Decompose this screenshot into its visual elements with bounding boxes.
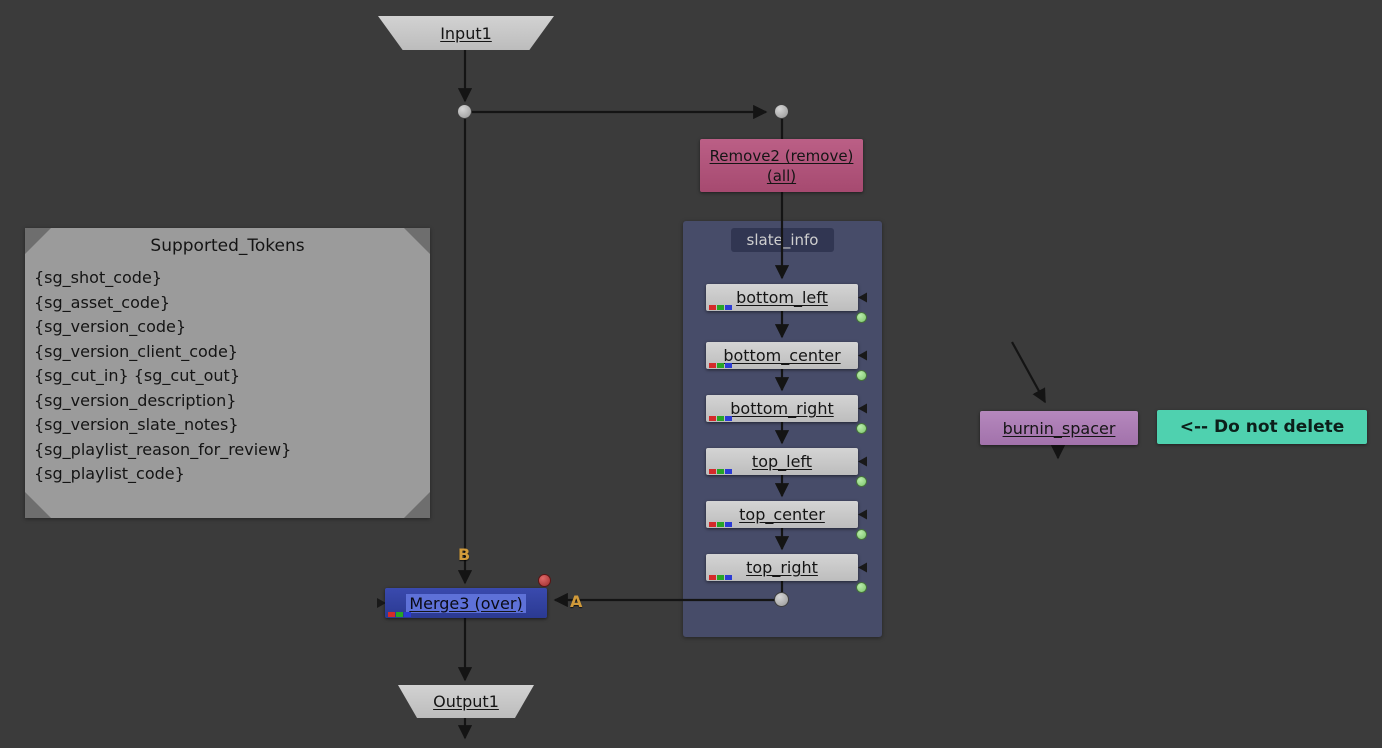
token-line: {sg_version_code}: [34, 317, 187, 336]
node-input1[interactable]: Input1: [378, 16, 554, 50]
green-channel-icon: [717, 363, 724, 368]
port-label-a: A: [570, 592, 583, 611]
note-corner-icon: [404, 492, 430, 518]
node-remove2[interactable]: Remove2 (remove) (all): [700, 139, 863, 192]
channel-indicator: [709, 416, 732, 421]
green-indicator-dot-icon: [856, 312, 867, 323]
node-label: Output1: [433, 692, 499, 711]
red-channel-icon: [709, 575, 716, 580]
green-indicator-dot-icon: [856, 370, 867, 381]
blue-channel-icon: [404, 612, 411, 617]
connection-dot-icon[interactable]: [457, 104, 472, 119]
green-indicator-dot-icon: [856, 423, 867, 434]
connection-dot-icon[interactable]: [774, 104, 789, 119]
node-label: Merge3 (over): [406, 593, 526, 613]
blue-channel-icon: [725, 363, 732, 368]
channel-indicator: [709, 363, 732, 368]
green-indicator-dot-icon: [856, 476, 867, 487]
node-label: top_left: [751, 452, 813, 471]
blue-channel-icon: [725, 575, 732, 580]
red-channel-icon: [388, 612, 395, 617]
channel-indicator: [709, 575, 732, 580]
node-label: Input1: [440, 23, 492, 43]
token-line: {sg_version_client_code}: [34, 341, 238, 361]
note-corner-icon: [25, 228, 51, 254]
blue-channel-icon: [725, 522, 732, 527]
node-label: bottom_right: [730, 399, 834, 418]
note-corner-icon: [404, 228, 430, 254]
blue-channel-icon: [725, 416, 732, 421]
note-corner-icon: [25, 492, 51, 518]
node-burnin-spacer[interactable]: burnin_spacer: [980, 411, 1138, 445]
node-bottom-right[interactable]: bottom_right: [706, 395, 858, 422]
green-channel-icon: [717, 416, 724, 421]
node-label: bottom_center: [723, 346, 841, 365]
node-output1[interactable]: Output1: [398, 685, 534, 718]
token-line: {sg_shot_code}: [34, 268, 162, 287]
token-line: {sg_version_description}: [34, 390, 237, 410]
node-bottom-left[interactable]: bottom_left: [706, 284, 858, 311]
blue-channel-icon: [725, 305, 732, 310]
channel-indicator: [709, 522, 732, 527]
node-top-left[interactable]: top_left: [706, 448, 858, 475]
red-channel-icon: [709, 305, 716, 310]
green-channel-icon: [717, 305, 724, 310]
slate-group-label: slate_info: [730, 228, 835, 252]
token-line: {sg_playlist_reason_for_review}: [34, 439, 292, 459]
node-label: top_right: [746, 558, 818, 577]
token-line: {sg_version_slate_notes}: [34, 415, 239, 434]
token-line: {sg_playlist_code}: [34, 464, 185, 483]
node-top-right[interactable]: top_right: [706, 554, 858, 581]
node-label: bottom_left: [736, 288, 828, 307]
note-title: Supported_Tokens: [150, 236, 305, 256]
node-label-line2: (all): [766, 166, 797, 185]
note-body: {sg_shot_code} {sg_asset_code} {sg_versi…: [25, 256, 430, 487]
green-channel-icon: [396, 612, 403, 617]
channel-indicator: [388, 612, 411, 617]
sticky-note-do-not-delete[interactable]: <-- Do not delete: [1157, 410, 1367, 444]
green-channel-icon: [717, 469, 724, 474]
error-indicator-dot-icon: [538, 574, 551, 587]
red-channel-icon: [709, 363, 716, 368]
token-line: {sg_cut_in} {sg_cut_out}: [34, 366, 240, 385]
red-channel-icon: [709, 522, 716, 527]
token-line: {sg_asset_code}: [34, 292, 171, 312]
green-indicator-dot-icon: [856, 582, 867, 593]
green-channel-icon: [717, 522, 724, 527]
node-label: top_center: [739, 505, 825, 524]
node-bottom-center[interactable]: bottom_center: [706, 342, 858, 369]
backdrop-note-supported-tokens[interactable]: Supported_Tokens {sg_shot_code} {sg_asse…: [25, 228, 430, 518]
node-label: burnin_spacer: [1002, 418, 1116, 438]
node-top-center[interactable]: top_center: [706, 501, 858, 528]
sticky-note-label: <-- Do not delete: [1179, 417, 1345, 437]
node-merge3[interactable]: Merge3 (over): [385, 588, 547, 618]
port-label-b: B: [458, 545, 471, 564]
green-indicator-dot-icon: [856, 529, 867, 540]
channel-indicator: [709, 305, 732, 310]
blue-channel-icon: [725, 469, 732, 474]
channel-indicator: [709, 469, 732, 474]
red-channel-icon: [709, 416, 716, 421]
green-channel-icon: [717, 575, 724, 580]
red-channel-icon: [709, 469, 716, 474]
connection-dot-icon[interactable]: [774, 592, 789, 607]
node-label: Remove2 (remove): [709, 146, 854, 165]
